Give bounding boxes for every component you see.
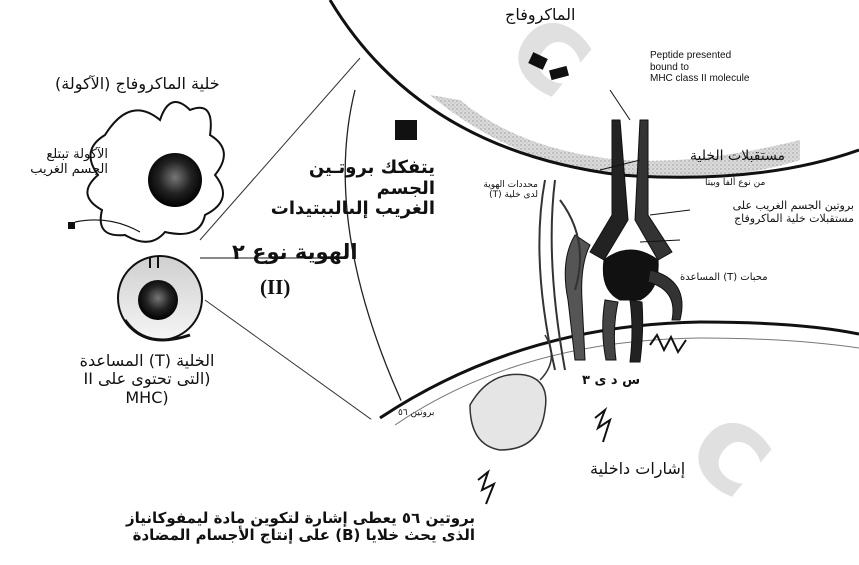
label-protein-breakdown: يتفكك بروتـين الجسم الغريب إلىالببتيدات: [245, 158, 435, 220]
label-macrophage-top: الماكروفاج: [505, 6, 575, 24]
label-phagocyte-cell: خلية الماكروفاج (الآكولة): [55, 75, 220, 93]
label-identity-t-cell: محددات الهوية لدى خلية (T): [450, 180, 538, 201]
label-helper-t-markers: محبات (T) المساعدة: [680, 272, 768, 284]
label-bottom-caption: بروتين ٥٦ يعطى إشارة لتكوين مادة ليمفوكا…: [115, 510, 475, 545]
label-helper-t-cell: الخلية (T) المساعدة (التى تحتوى على II (…: [62, 352, 232, 407]
label-cd3: س د ى ٣: [582, 374, 640, 389]
label-foreign-protein-on-receptors: بروتين الجسم الغريب على مستقبلات خلية ال…: [684, 200, 854, 225]
label-identity-roman: (II): [260, 275, 290, 299]
label-protein-56: بروتين ٥٦: [398, 408, 434, 418]
label-cell-receptors: مستقبلات الخلية: [690, 148, 785, 164]
label-identity-type-2: الهوية نوع ٢: [232, 240, 358, 264]
small-t-cell: [118, 256, 202, 340]
label-internal-signals: إشارات داخلية: [590, 460, 685, 478]
label-alpha-beta: من نوع ألفا وبيتا: [705, 178, 765, 188]
label-phagocyte-engulfs: الآكولة تبتلع الجسم الغريب: [8, 148, 108, 178]
label-peptide-presented: Peptide presented bound to MHC class II …: [650, 50, 749, 85]
